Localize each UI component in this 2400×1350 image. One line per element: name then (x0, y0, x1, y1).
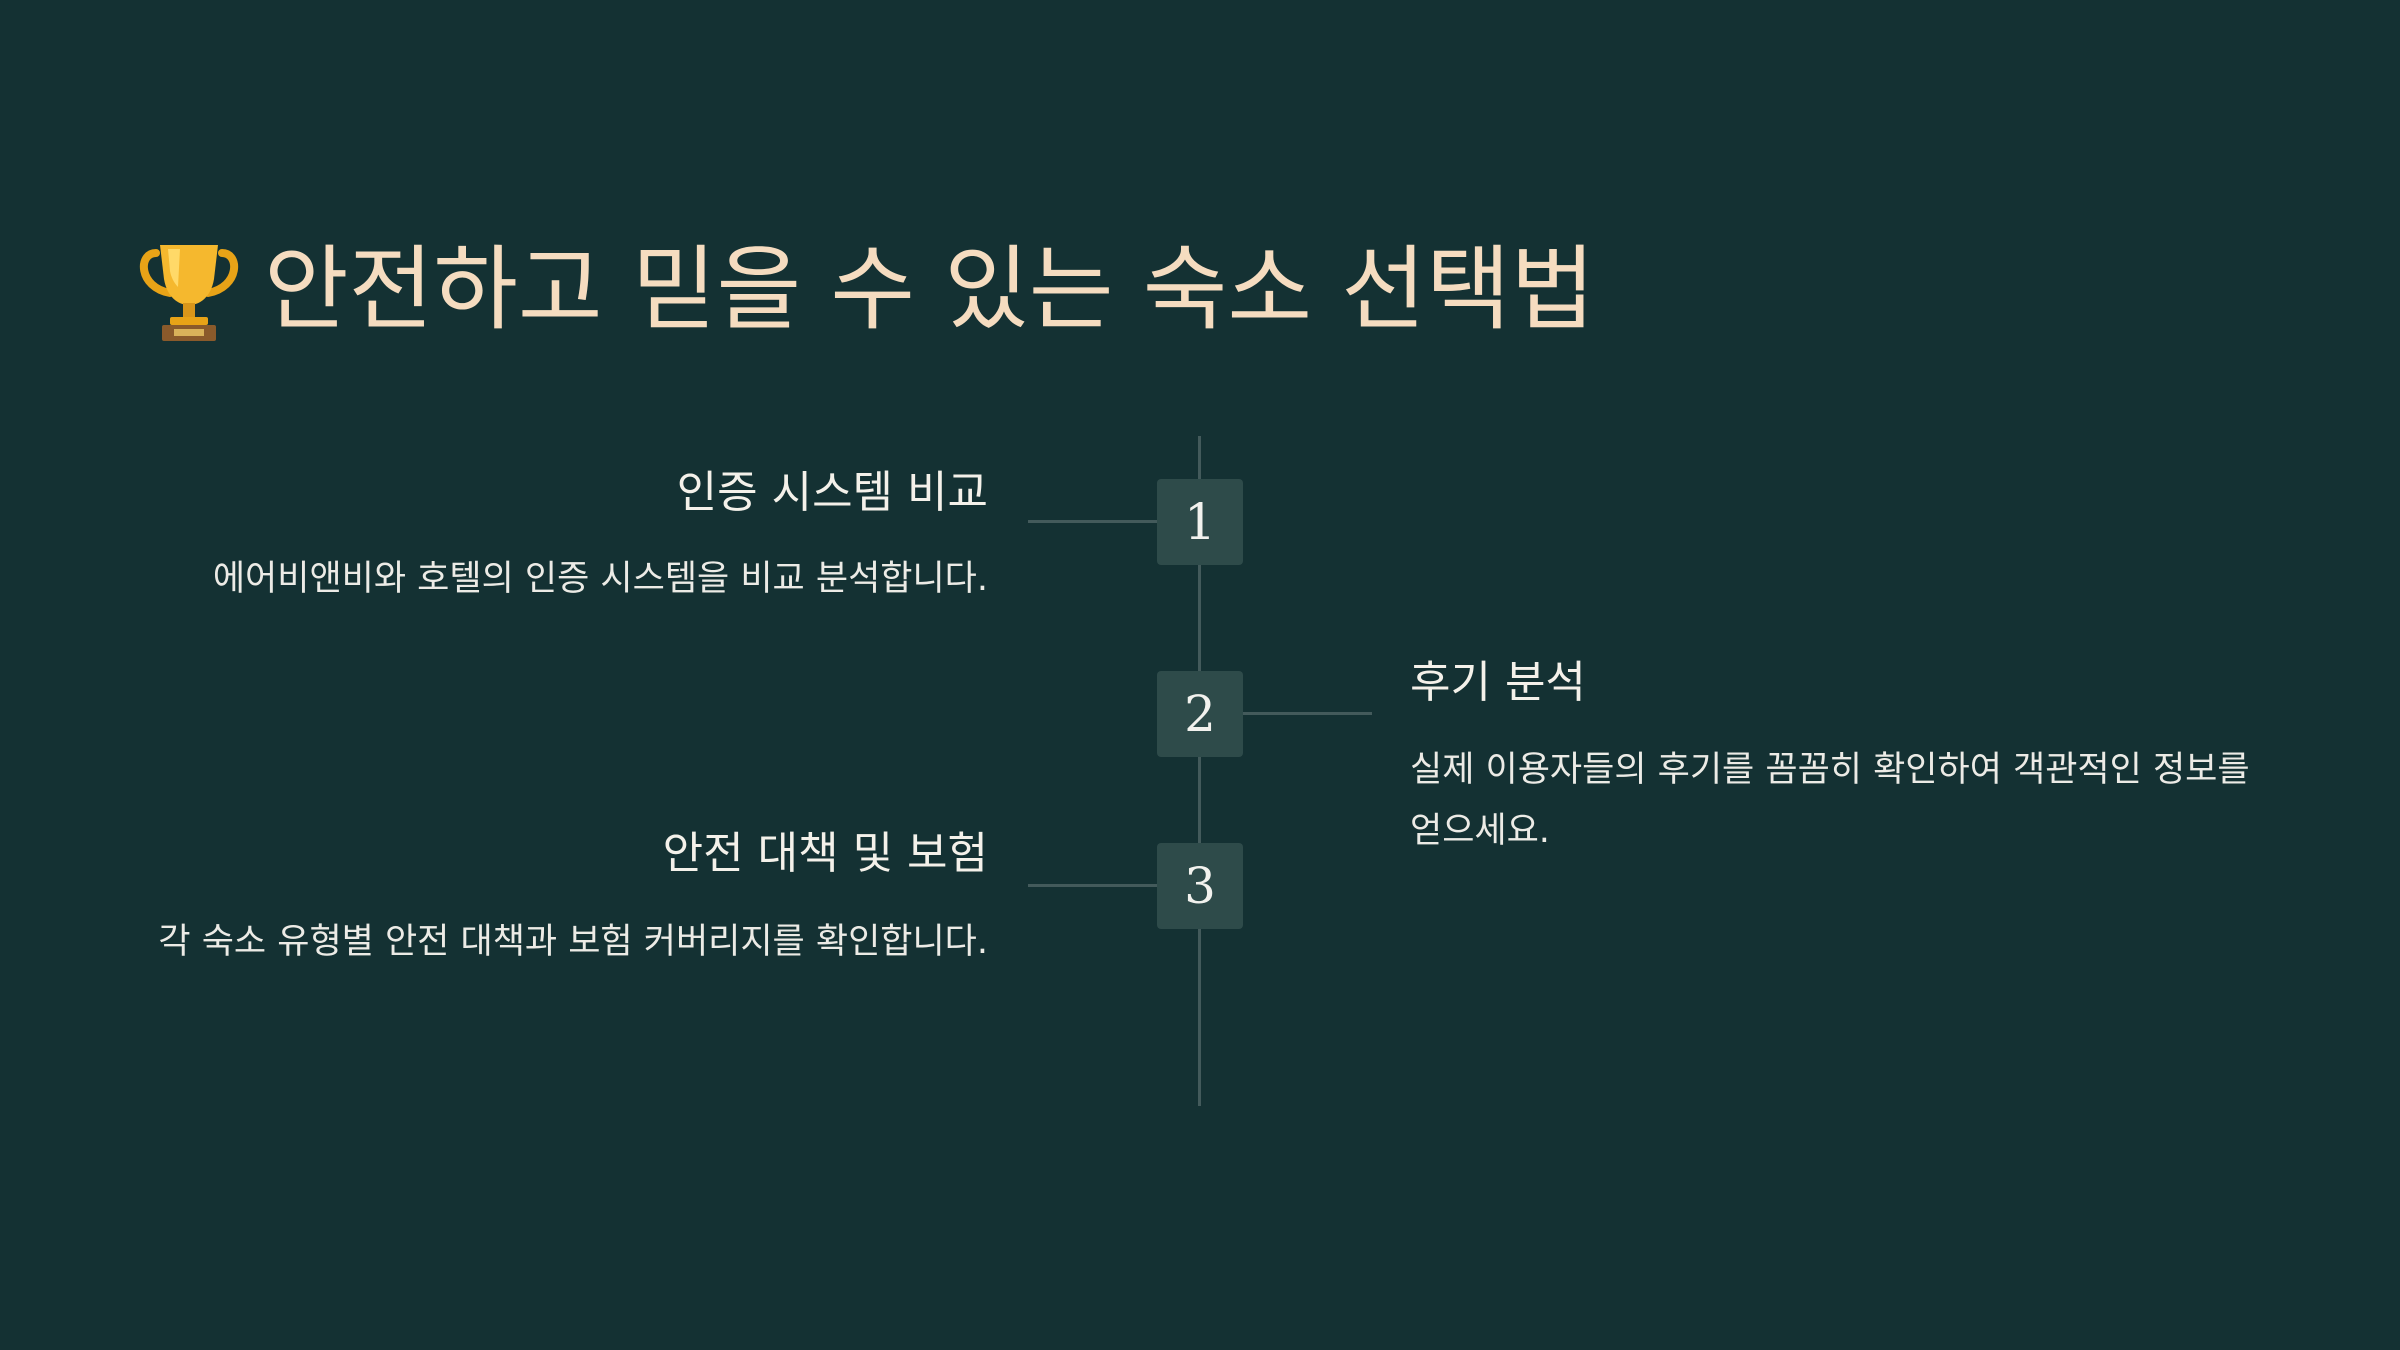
step-3-description: 각 숙소 유형별 안전 대책과 보험 커버리지를 확인합니다. (158, 922, 988, 962)
timeline-line (1198, 436, 1201, 1106)
step-2-title: 후기 분석 (1410, 657, 1586, 708)
step-3-number-badge: 3 (1157, 843, 1243, 929)
page-title: 안전하고 믿을 수 있는 숙소 선택법 (134, 235, 1595, 345)
step-1-title: 인증 시스템 비교 (676, 467, 988, 518)
step-2-number-badge: 2 (1157, 671, 1243, 757)
step-3-connector (1028, 884, 1158, 887)
page-title-text: 안전하고 믿을 수 있는 숙소 선택법 (264, 236, 1596, 344)
trophy-icon (134, 235, 244, 345)
step-2-connector (1242, 712, 1372, 715)
step-1-description: 에어비앤비와 호텔의 인증 시스템을 비교 분석합니다. (212, 559, 988, 599)
step-3-title: 안전 대책 및 보험 (662, 828, 988, 879)
step-1-connector (1028, 520, 1158, 523)
step-1-number-badge: 1 (1157, 479, 1243, 565)
step-2-description: 실제 이용자들의 후기를 꼼꼼히 확인하여 객관적인 정보를 얻으세요. (1410, 750, 2250, 851)
